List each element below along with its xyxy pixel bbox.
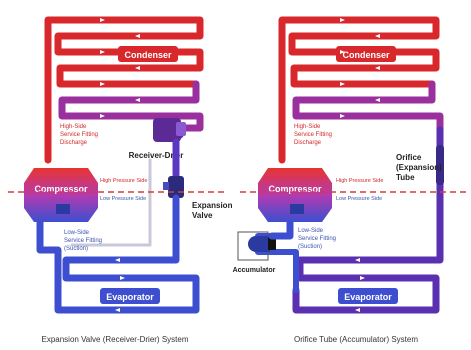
left-evaporator-box — [100, 288, 160, 304]
right-high-fitting-1: High-Side — [294, 124, 321, 130]
right-orifice-line — [292, 126, 444, 314]
right-compressor — [258, 168, 332, 222]
left-low-fitting-3: (Suction) — [64, 246, 88, 252]
left-receiver-drier-label: Receiver-Drier — [129, 151, 184, 160]
right-caption: Orifice Tube (Accumulator) System — [294, 335, 418, 344]
left-receiver-drier — [153, 118, 186, 142]
left-expansion-label-1: Expansion — [192, 201, 233, 210]
left-compressor-port — [56, 204, 70, 214]
left-condenser-box — [118, 46, 178, 62]
left-condenser-coil — [44, 16, 204, 164]
left-expansion-valve — [163, 176, 184, 198]
left-compressor-label: Compressor — [34, 184, 88, 194]
right-low-fitting-1: Low-Side — [298, 228, 324, 234]
right-system: Condenser Orifice (Expansion) Tube Evapo… — [233, 16, 444, 344]
right-high-fitting-2: Service Fitting — [294, 132, 332, 138]
right-compressor-label: Compressor — [268, 184, 322, 194]
right-suction-line — [268, 218, 294, 240]
left-expansion-label-2: Valve — [192, 211, 213, 220]
right-condenser-coil — [278, 16, 444, 164]
right-evaporator-box — [338, 288, 398, 304]
left-evaporator-coil — [54, 194, 200, 314]
left-high-fitting-2: Service Fitting — [60, 132, 98, 138]
left-compressor — [24, 168, 98, 222]
left-sensing-line — [70, 158, 152, 247]
right-evaporator-label: Evaporator — [344, 292, 392, 302]
right-low-fitting-3: (Suction) — [298, 244, 322, 250]
right-accumulator — [237, 231, 299, 293]
right-high-pressure-label: High Pressure Side — [336, 178, 383, 184]
left-low-pressure-label: Low Pressure Side — [100, 196, 146, 202]
right-orifice-label-2: (Expansion) — [396, 163, 442, 172]
left-condenser-label: Condenser — [124, 50, 172, 60]
left-low-fitting-1: Low-Side — [64, 230, 90, 236]
right-low-pressure-label: Low Pressure Side — [336, 196, 382, 202]
right-condenser-label: Condenser — [342, 50, 390, 60]
left-evaporator-label: Evaporator — [106, 292, 154, 302]
left-low-fitting-2: Service Fitting — [64, 238, 102, 244]
right-orifice-label-3: Tube — [396, 173, 415, 182]
right-compressor-port — [290, 204, 304, 214]
left-high-pressure-label: High Pressure Side — [100, 178, 147, 184]
right-orifice-label-1: Orifice — [396, 153, 422, 162]
flow-arrows — [100, 18, 380, 312]
right-low-fitting-2: Service Fitting — [298, 236, 336, 242]
right-accumulator-label: Accumulator — [233, 267, 276, 274]
right-condenser-box — [336, 46, 396, 62]
left-high-fitting-1: High-Side — [60, 124, 87, 130]
left-system: Condenser Receiver-Drier Expansion Valve… — [24, 16, 233, 344]
left-high-fitting-3: Discharge — [60, 140, 88, 146]
left-suction-line — [36, 216, 62, 294]
left-caption: Expansion Valve (Receiver-Drier) System — [41, 335, 188, 344]
right-high-fitting-3: Discharge — [294, 140, 322, 146]
right-orifice-tube — [436, 145, 444, 185]
